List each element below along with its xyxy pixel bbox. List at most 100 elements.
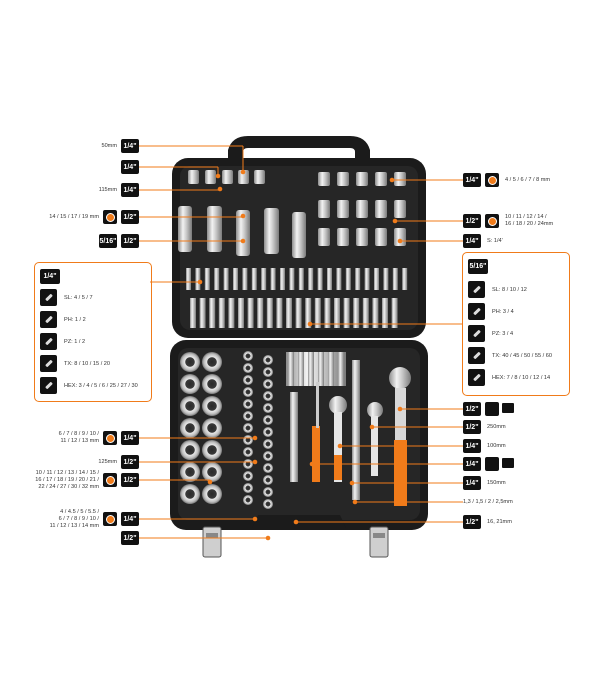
- bit: [223, 268, 229, 290]
- bit: [353, 298, 360, 328]
- bit: [199, 298, 206, 328]
- socket-top: [263, 355, 273, 365]
- bit: [186, 268, 191, 290]
- socket-top: [202, 418, 222, 438]
- torque-icon: [502, 458, 514, 468]
- socket-top: [263, 487, 273, 497]
- drive-size-badge: 1/2": [463, 515, 481, 529]
- bit: [266, 298, 273, 328]
- socket-top: [263, 415, 273, 425]
- drive-size-badge: 1/4": [121, 512, 139, 526]
- socket-icon: [103, 431, 117, 445]
- deep-socket: [236, 210, 250, 256]
- left-panel-row-pz: PZ: 1 / 2: [40, 333, 85, 350]
- socket-top: [202, 374, 222, 394]
- socket: [375, 200, 387, 218]
- socket: [375, 172, 387, 186]
- deep-socket: [207, 206, 222, 252]
- bit-size-text: TX: 8 / 10 / 15 / 20: [64, 360, 111, 367]
- socket-top: [202, 440, 222, 460]
- bit: [402, 268, 408, 290]
- socket-top: [202, 396, 222, 416]
- bit-size-text: SL: 4 / 5 / 7: [64, 294, 93, 301]
- bit: [308, 268, 314, 290]
- drive-size-badge: 1/2": [463, 214, 481, 228]
- ratchet-icon: [485, 457, 499, 471]
- bit: [276, 298, 283, 328]
- bit-size-text: PH: 3 / 4: [492, 308, 514, 315]
- socket: [337, 200, 349, 218]
- socket: [337, 228, 349, 246]
- bit: [324, 298, 331, 328]
- pozidriv-bit-icon: [40, 333, 57, 350]
- bit: [289, 268, 295, 290]
- extension: [298, 352, 304, 386]
- screwdriver-handle: [312, 426, 320, 482]
- callout-text: 100mm: [487, 442, 506, 449]
- callout-text: 16, 21mm: [487, 518, 512, 525]
- drive-size-badge: 1/2": [463, 402, 481, 416]
- callout-text: 6 / 7 / 8 / 9 / 10 / 11 / 12 / 13 mm: [58, 431, 99, 444]
- drive-size-badge: 1/4": [463, 234, 481, 248]
- ratchet-grip: [394, 440, 407, 506]
- bit: [295, 298, 302, 328]
- drive-size-badge: 1/2": [121, 531, 139, 545]
- bit: [209, 298, 216, 328]
- drive-size-badge: 1/4": [121, 183, 139, 197]
- bit-size-text: PZ: 1 / 2: [64, 338, 86, 345]
- ratchet-handle: [371, 416, 378, 476]
- socket-top: [243, 411, 253, 421]
- socket-top: [263, 403, 273, 413]
- left-bit-panel: 1/4" SL: 4 / 5 / 7 PH: 1 / 2 PZ: 1 / 2 T…: [34, 262, 152, 402]
- drive-size-badge: 1/2": [121, 455, 139, 469]
- drive-size-badge: 1/4": [121, 139, 139, 153]
- socket: [394, 228, 406, 246]
- socket-top: [180, 462, 200, 482]
- left-panel-row-tx: TX: 8 / 10 / 15 / 20: [40, 355, 110, 372]
- bit: [362, 298, 369, 328]
- callout-text: 4 / 5 / 6 / 7 / 8 mm: [505, 176, 551, 183]
- socket-top: [263, 463, 273, 473]
- socket-top: [202, 484, 222, 504]
- ratchet-head: [389, 367, 411, 389]
- drive-size-badge: 1/2": [463, 420, 481, 434]
- socket-top: [243, 495, 253, 505]
- phillips-bit-icon: [40, 311, 57, 328]
- socket-top: [180, 374, 200, 394]
- socket-top: [263, 451, 273, 461]
- bit-size-text: TX: 40 / 45 / 50 / 55 / 60: [492, 352, 553, 359]
- deep-socket: [292, 212, 306, 258]
- callout-text: 250mm: [487, 423, 506, 430]
- socket: [318, 172, 330, 186]
- bit: [314, 298, 321, 328]
- bit-size-text: SL: 8 / 10 / 12: [492, 286, 527, 293]
- socket-top: [180, 396, 200, 416]
- bit: [190, 298, 196, 328]
- bit-size-text: PH: 1 / 2: [64, 316, 86, 323]
- socket-top: [243, 399, 253, 409]
- bit: [392, 268, 398, 290]
- pozidriv-bit-icon: [468, 325, 485, 342]
- bit: [336, 268, 342, 290]
- socket-icon: [485, 173, 499, 187]
- hex-key-icon: [40, 377, 57, 394]
- socket-top: [263, 439, 273, 449]
- drive-size-badge: 1/4": [463, 439, 481, 453]
- bit: [228, 298, 235, 328]
- socket-top: [263, 391, 273, 401]
- callout-text: S: 1/4': [487, 237, 503, 244]
- deep-socket: [264, 208, 279, 254]
- bit: [298, 268, 304, 290]
- socket-top: [243, 375, 253, 385]
- bit: [317, 268, 323, 290]
- socket-top: [243, 483, 253, 493]
- extension: [338, 352, 344, 386]
- bit: [374, 268, 379, 290]
- callout-text: 1,3 / 1,5 / 2 / 2,5mm: [463, 498, 513, 505]
- callout-text: 4 / 4.5 / 5 / 5.5 / 6 / 7 / 8 / 9 / 10 /…: [49, 508, 99, 529]
- socket-top: [180, 418, 200, 438]
- left-panel-row-hex: HEX: 3 / 4 / 5 / 6 / 25 / 27 / 30: [40, 377, 138, 394]
- socket-top: [243, 387, 253, 397]
- bit: [305, 298, 312, 328]
- torx-bit-icon: [468, 347, 485, 364]
